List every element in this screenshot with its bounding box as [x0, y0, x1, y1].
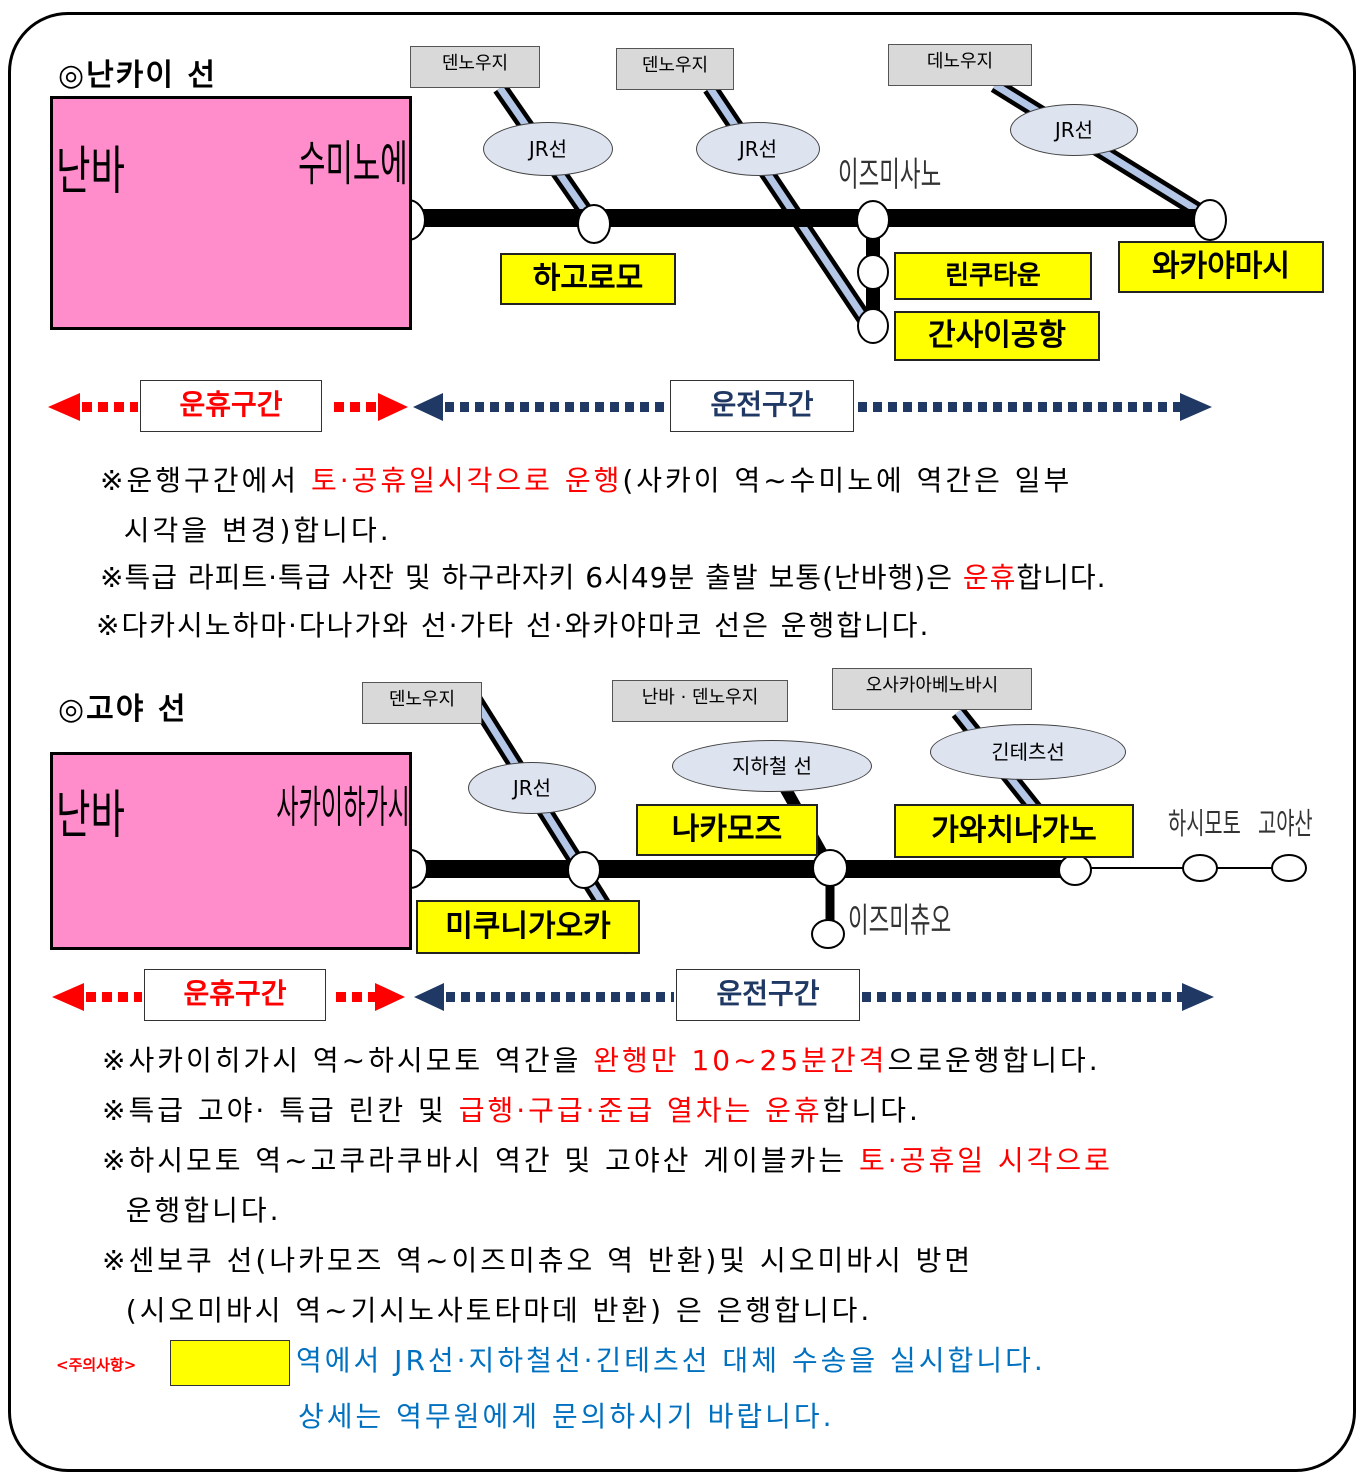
nankai-legend-suspended: 운휴구간	[140, 380, 322, 432]
nankai-station-izumisano-label: 이즈미사노	[838, 155, 942, 195]
koya-terminal-sakaihigashi: 사카이하가시	[276, 782, 410, 833]
koya-connection-osaka-abenobashi: 오사카아베노바시	[832, 668, 1032, 710]
nankai-jr-oval-2: JR선	[696, 122, 820, 176]
nankai-legend-suspended-arrow	[48, 393, 408, 421]
koya-terminal-namba: 난바	[56, 786, 125, 846]
koya-legend-operating-arrow	[414, 983, 1214, 1011]
caution-label: <주의사항>	[56, 1356, 137, 1374]
koya-station-nakamozu-label: 나카모즈	[636, 804, 818, 856]
nankai-terminal-namba: 난바	[56, 142, 125, 202]
koya-station-nakamozu	[812, 849, 848, 887]
koya-station-koyasan	[1271, 854, 1307, 882]
nankai-station-kanku	[857, 308, 889, 344]
koya-note-3: ※하시모토 역∼고쿠라쿠바시 역간 및 고야산 게이블카는 토·공휴일 시각으로	[102, 1144, 1113, 1177]
koya-connection-namba-tennoji: 난바 · 덴노우지	[612, 680, 788, 722]
nankai-section-title: ◎난카이 선	[58, 58, 218, 93]
caution-line-2: 상세는 역무원에게 문의하시기 바랍니다.	[298, 1400, 835, 1433]
caution-line-1: 역에서 JR선·지하철선·긴테츠선 대체 수송을 실시합니다.	[296, 1344, 1046, 1377]
nankai-station-hagoromo	[577, 204, 611, 244]
koya-kintetsu-oval: 긴테츠선	[930, 724, 1126, 780]
nankai-suspended-box	[50, 96, 412, 330]
nankai-connection-tennoji-2: 덴노우지	[616, 48, 734, 90]
koya-legend-operating: 운전구간	[676, 969, 860, 1021]
nankai-note-2: ※특급 라피트·특급 사잔 및 하구라자키 6시49분 출발 보통(난바행)은 …	[100, 561, 1107, 594]
koya-note-2: ※특급 고야· 특급 린칸 및 급행·구급·준급 열차는 운휴합니다.	[102, 1094, 921, 1127]
nankai-jr-oval-3: JR선	[1010, 104, 1138, 156]
koya-station-mikunigaoka-label: 미쿠니가오카	[416, 900, 640, 954]
nankai-connection-tennoji-1: 덴노우지	[410, 46, 540, 88]
koya-station-hashimoto	[1182, 854, 1218, 882]
koya-note-4-cont: (시오미바시 역∼기시노사토타마데 반환) 은 은행합니다.	[102, 1294, 873, 1327]
nankai-station-kanku-label: 간사이공항	[894, 311, 1100, 361]
koya-station-koyasan-label: 고야산	[1258, 807, 1313, 842]
koya-note-1: ※사카이히가시 역∼하시모토 역간을 완행만 10∼25분간격으로운행합니다.	[102, 1044, 1101, 1077]
koya-note-4: ※센보쿠 선(나카모즈 역∼이즈미츄오 역 반환)및 시오미바시 방면	[102, 1244, 974, 1277]
nankai-note-1-cont: 시각을 변경)합니다.	[100, 514, 392, 547]
nankai-station-izumisano	[856, 200, 890, 240]
nankai-station-hagoromo-label: 하고로모	[500, 253, 676, 305]
koya-station-izumichuo	[811, 919, 845, 949]
nankai-station-rinku	[857, 254, 889, 290]
koya-jr-oval: JR선	[468, 762, 596, 814]
koya-legend-suspended-arrow	[52, 983, 405, 1011]
nankai-station-wakayamashi-label: 와카야마시	[1118, 241, 1324, 293]
koya-note-3-cont: 운행합니다.	[102, 1194, 282, 1227]
koya-station-kawachinagano-label: 가와치나가노	[894, 804, 1134, 858]
nankai-note-3: ※다카시노하마·다나가와 선·가타 선·와카야마코 선은 운행합니다.	[96, 609, 931, 642]
koya-station-hashimoto-label: 하시모토	[1168, 807, 1241, 842]
nankai-note-1: ※운행구간에서 토·공휴일시각으로 운행(사카이 역∼수미노에 역간은 일부	[100, 464, 1073, 497]
koya-subway-oval: 지하철 선	[672, 740, 872, 792]
koya-station-mikunigaoka	[567, 851, 601, 889]
caution-yellow-swatch	[170, 1340, 290, 1386]
koya-suspended-box	[50, 752, 412, 950]
koya-connection-tennoji: 덴노우지	[362, 682, 482, 724]
nankai-terminal-suminoe: 수미노에	[298, 136, 408, 192]
koya-section-title: ◎고야 선	[58, 692, 188, 727]
nankai-connection-tennoji-3: 데노우지	[888, 44, 1032, 86]
nankai-station-wakayamashi	[1193, 199, 1227, 241]
koya-legend-suspended: 운휴구간	[144, 969, 326, 1021]
nankai-station-rinku-label: 린쿠타운	[894, 252, 1092, 300]
nankai-jr-oval-1: JR선	[483, 122, 613, 176]
nankai-legend-operating-arrow	[413, 393, 1212, 421]
koya-station-kawachinagano	[1058, 854, 1092, 886]
koya-station-izumichuo-label: 이즈미츄오	[848, 901, 952, 941]
nankai-legend-operating: 운전구간	[670, 380, 854, 432]
